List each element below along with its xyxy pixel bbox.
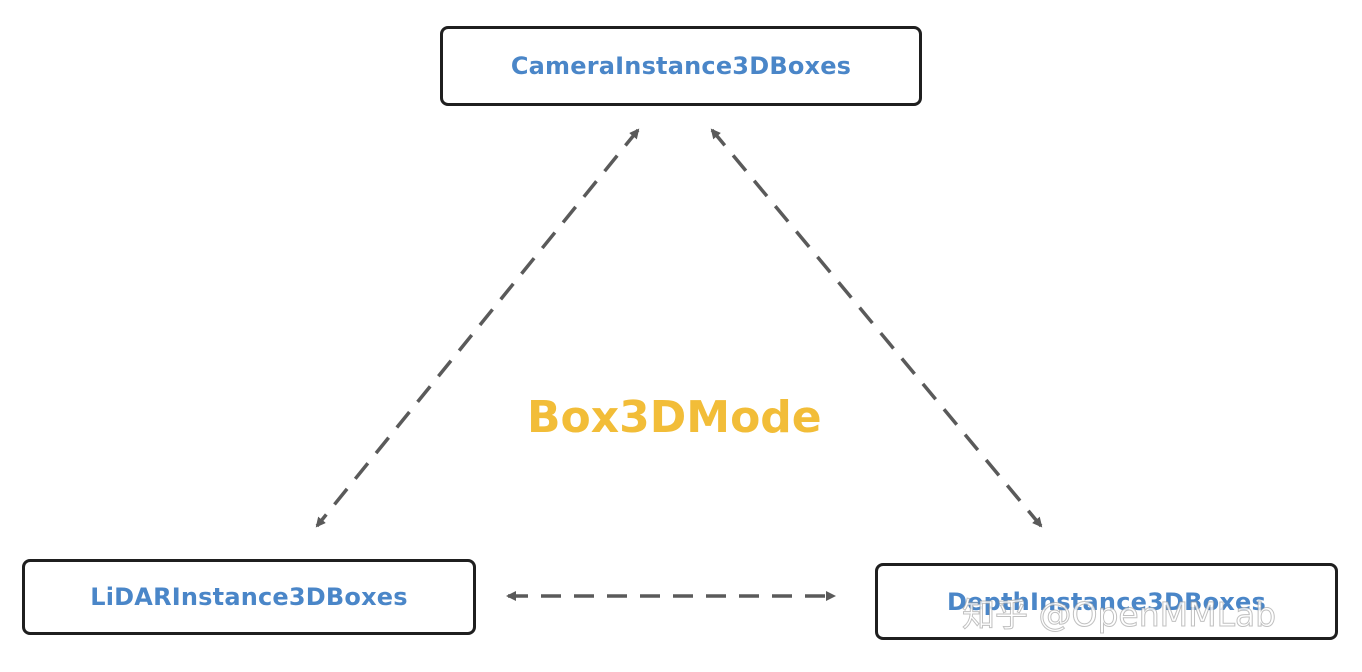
lidar-instance-node: LiDARInstance3DBoxes [22, 559, 476, 635]
depth-instance-node: DepthInstance3DBoxes [875, 563, 1338, 640]
lidar-instance-label: LiDARInstance3DBoxes [90, 583, 408, 611]
arrow-camera-depth [710, 128, 1043, 528]
camera-instance-node: CameraInstance3DBoxes [440, 26, 922, 106]
box3dmode-title: Box3DMode [527, 392, 822, 443]
camera-instance-label: CameraInstance3DBoxes [510, 52, 852, 80]
arrow-camera-lidar [315, 128, 640, 528]
depth-instance-label: DepthInstance3DBoxes [947, 587, 1266, 616]
